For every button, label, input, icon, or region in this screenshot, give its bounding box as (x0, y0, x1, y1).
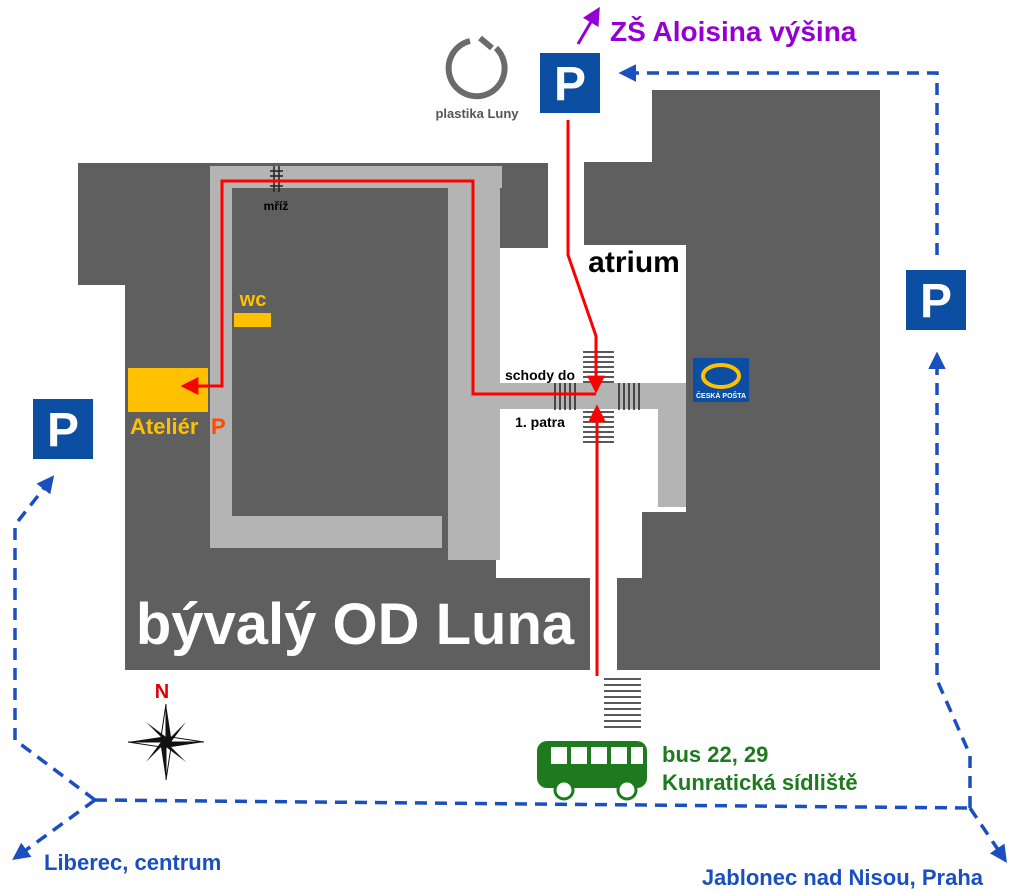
north-label: N (155, 681, 169, 703)
post-office-logo: ČESKÁ POŠTA (693, 358, 749, 402)
atelier-p-label: P (211, 414, 226, 439)
parking-sign-right[interactable]: P (906, 270, 966, 330)
stairs-label-1: schody do (505, 367, 575, 383)
stairs-label-2: 1. patra (515, 414, 565, 430)
svg-text:P: P (554, 58, 586, 111)
sculpture-icon (445, 35, 508, 100)
parking-sign-top[interactable]: P (540, 53, 600, 113)
parking-sign-left[interactable]: P (33, 399, 93, 459)
compass-rose (127, 703, 205, 781)
bus-line-label: bus 22, 29 (662, 742, 768, 767)
liberec-destination[interactable]: Liberec, centrum (44, 850, 221, 875)
school-destination[interactable]: ZŠ Aloisina výšina (610, 15, 857, 47)
sculpture-label: plastika Luny (435, 106, 519, 121)
atrium-label: atrium (588, 246, 680, 279)
svg-text:P: P (47, 404, 79, 457)
svg-text:ČESKÁ POŠTA: ČESKÁ POŠTA (696, 391, 746, 400)
bus-stop-label: Kunratická sídliště (662, 770, 858, 795)
building-title: bývalý OD Luna (136, 592, 575, 657)
svg-text:P: P (920, 275, 952, 328)
road-routes (12, 64, 1007, 863)
corridors (210, 166, 686, 560)
school-arrow (576, 6, 600, 45)
jablonec-destination[interactable]: Jablonec nad Nisou, Praha (702, 865, 984, 890)
wc-block (234, 313, 271, 327)
walking-route (180, 120, 606, 676)
grate-label: mříž (264, 199, 289, 213)
atelier-block (128, 368, 208, 412)
wc-label: wc (239, 289, 267, 311)
atelier-label: Ateliér (130, 414, 199, 439)
bus-icon (537, 741, 647, 801)
